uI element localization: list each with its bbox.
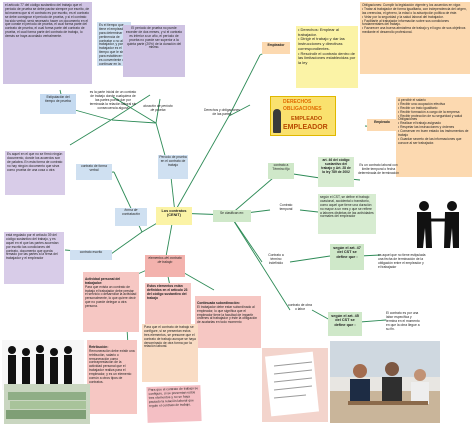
remuneration-text: Remuneración debe existir una retribució… bbox=[89, 348, 135, 384]
art6-note: según el CST, se define el trabajo ocasi… bbox=[318, 194, 376, 234]
same-time-note: Para que el contrato de trabajo se confi… bbox=[142, 324, 198, 382]
classified-node: Se clasifican en: bbox=[213, 210, 251, 222]
rights-duties-node: Derechos y obligaciones de las partes bbox=[204, 108, 240, 116]
art47-note: según el art. 47 del CST se define que : bbox=[330, 244, 364, 270]
written-contract-desc: está regulado por el artículo 39 del cód… bbox=[4, 232, 64, 284]
fixed-term-desc: Es un contrato laboral con límite tempor… bbox=[358, 163, 399, 175]
badge-line-3: EMPLEADO bbox=[291, 116, 323, 122]
employer-rights-list: • Derechos: Emplear al trabajador. • Dir… bbox=[296, 26, 358, 88]
verbal-contract-desc: Es aquel en el que no se firmó ningún do… bbox=[5, 151, 65, 195]
badge-line-1: DERECHOS bbox=[283, 99, 312, 105]
initial-part-node: es la parte inicial de un contrato de tr… bbox=[89, 90, 137, 110]
central-topic: Los contratos (CENIT) bbox=[156, 207, 192, 225]
verbal-contract-node: contrato de forma verbal bbox=[76, 164, 112, 180]
temporary-node: Contrato temporal bbox=[279, 203, 293, 211]
subordination-title: Continuada subordinación: bbox=[197, 300, 240, 305]
three-elements-note: Estos elementos están definidos en el ar… bbox=[145, 283, 191, 329]
indefinite-node: Contrato a término indefinido bbox=[268, 253, 284, 265]
handshake-photo bbox=[406, 198, 470, 252]
employee-node: Empleado bbox=[367, 119, 397, 131]
badge-line-4: EMPLEADOR bbox=[283, 124, 328, 131]
meeting-photo bbox=[330, 341, 440, 423]
piece-work-desc: El contrato es por una labor específica … bbox=[386, 311, 420, 331]
remuneration-note: Retribución: Remuneración debe existir u… bbox=[87, 340, 137, 414]
employer-obligations-list: Obligaciones: Cumplir la legislación vig… bbox=[360, 2, 470, 74]
art45-note: según el art. 45 del CST se define que : bbox=[328, 312, 362, 336]
art46-note: art. 46 del código sustantivo del trabaj… bbox=[318, 157, 354, 187]
personal-activity-title: Actividad personal del trabajador: bbox=[85, 276, 121, 285]
duration-node: duración de período de prueba bbox=[143, 104, 173, 112]
sticky-note: Para que el contrato de trabajo se confi… bbox=[146, 385, 202, 423]
personal-activity-text: Para que exista un contrato de trabajo e… bbox=[85, 284, 137, 308]
rights-badge: DERECHOS OBLIGACIONES EMPLEADO EMPLEADOR bbox=[270, 96, 336, 136]
badge-line-2: OBLIGACIONES bbox=[283, 106, 322, 112]
piece-work-node: contrato de obra o labor bbox=[287, 303, 312, 311]
contract-elements-node: elementos del contrato de trabajo bbox=[145, 255, 185, 277]
stipulation-node: Estipulación del tiempo de prueba bbox=[40, 94, 76, 114]
money-stack-photo bbox=[4, 384, 90, 424]
test-duration-note: El período de prueba no puede exceder de… bbox=[123, 25, 185, 77]
remuneration-title: Retribución: bbox=[89, 344, 109, 349]
contract-forms-node: forma de contratación bbox=[115, 208, 147, 226]
employer-node: Empleador bbox=[262, 42, 290, 54]
subordination-note: Continuada subordinación: El trabajador … bbox=[195, 296, 261, 348]
article-77-note: el artículo 77 del código sustantivo del… bbox=[3, 2, 92, 84]
probation-period-node: Período de prueba en el contrato de trab… bbox=[158, 155, 188, 179]
badge-figure-icon bbox=[273, 109, 281, 133]
fixed-term-node: contrato a Término fijo bbox=[268, 163, 294, 179]
silhouettes-photo bbox=[2, 340, 84, 390]
indefinite-desc: es aquel que no tiene estipulada una fec… bbox=[378, 253, 426, 269]
personal-activity-note: Actividad personal del trabajador: Para … bbox=[83, 272, 139, 332]
papers-photo bbox=[262, 348, 328, 422]
subordination-text: El trabajador debe estar subordinado al … bbox=[197, 304, 258, 325]
employee-rights-list: A percibir el salario • Recibir una ocup… bbox=[396, 97, 472, 177]
written-contract-node: contrato escrito bbox=[70, 250, 112, 260]
